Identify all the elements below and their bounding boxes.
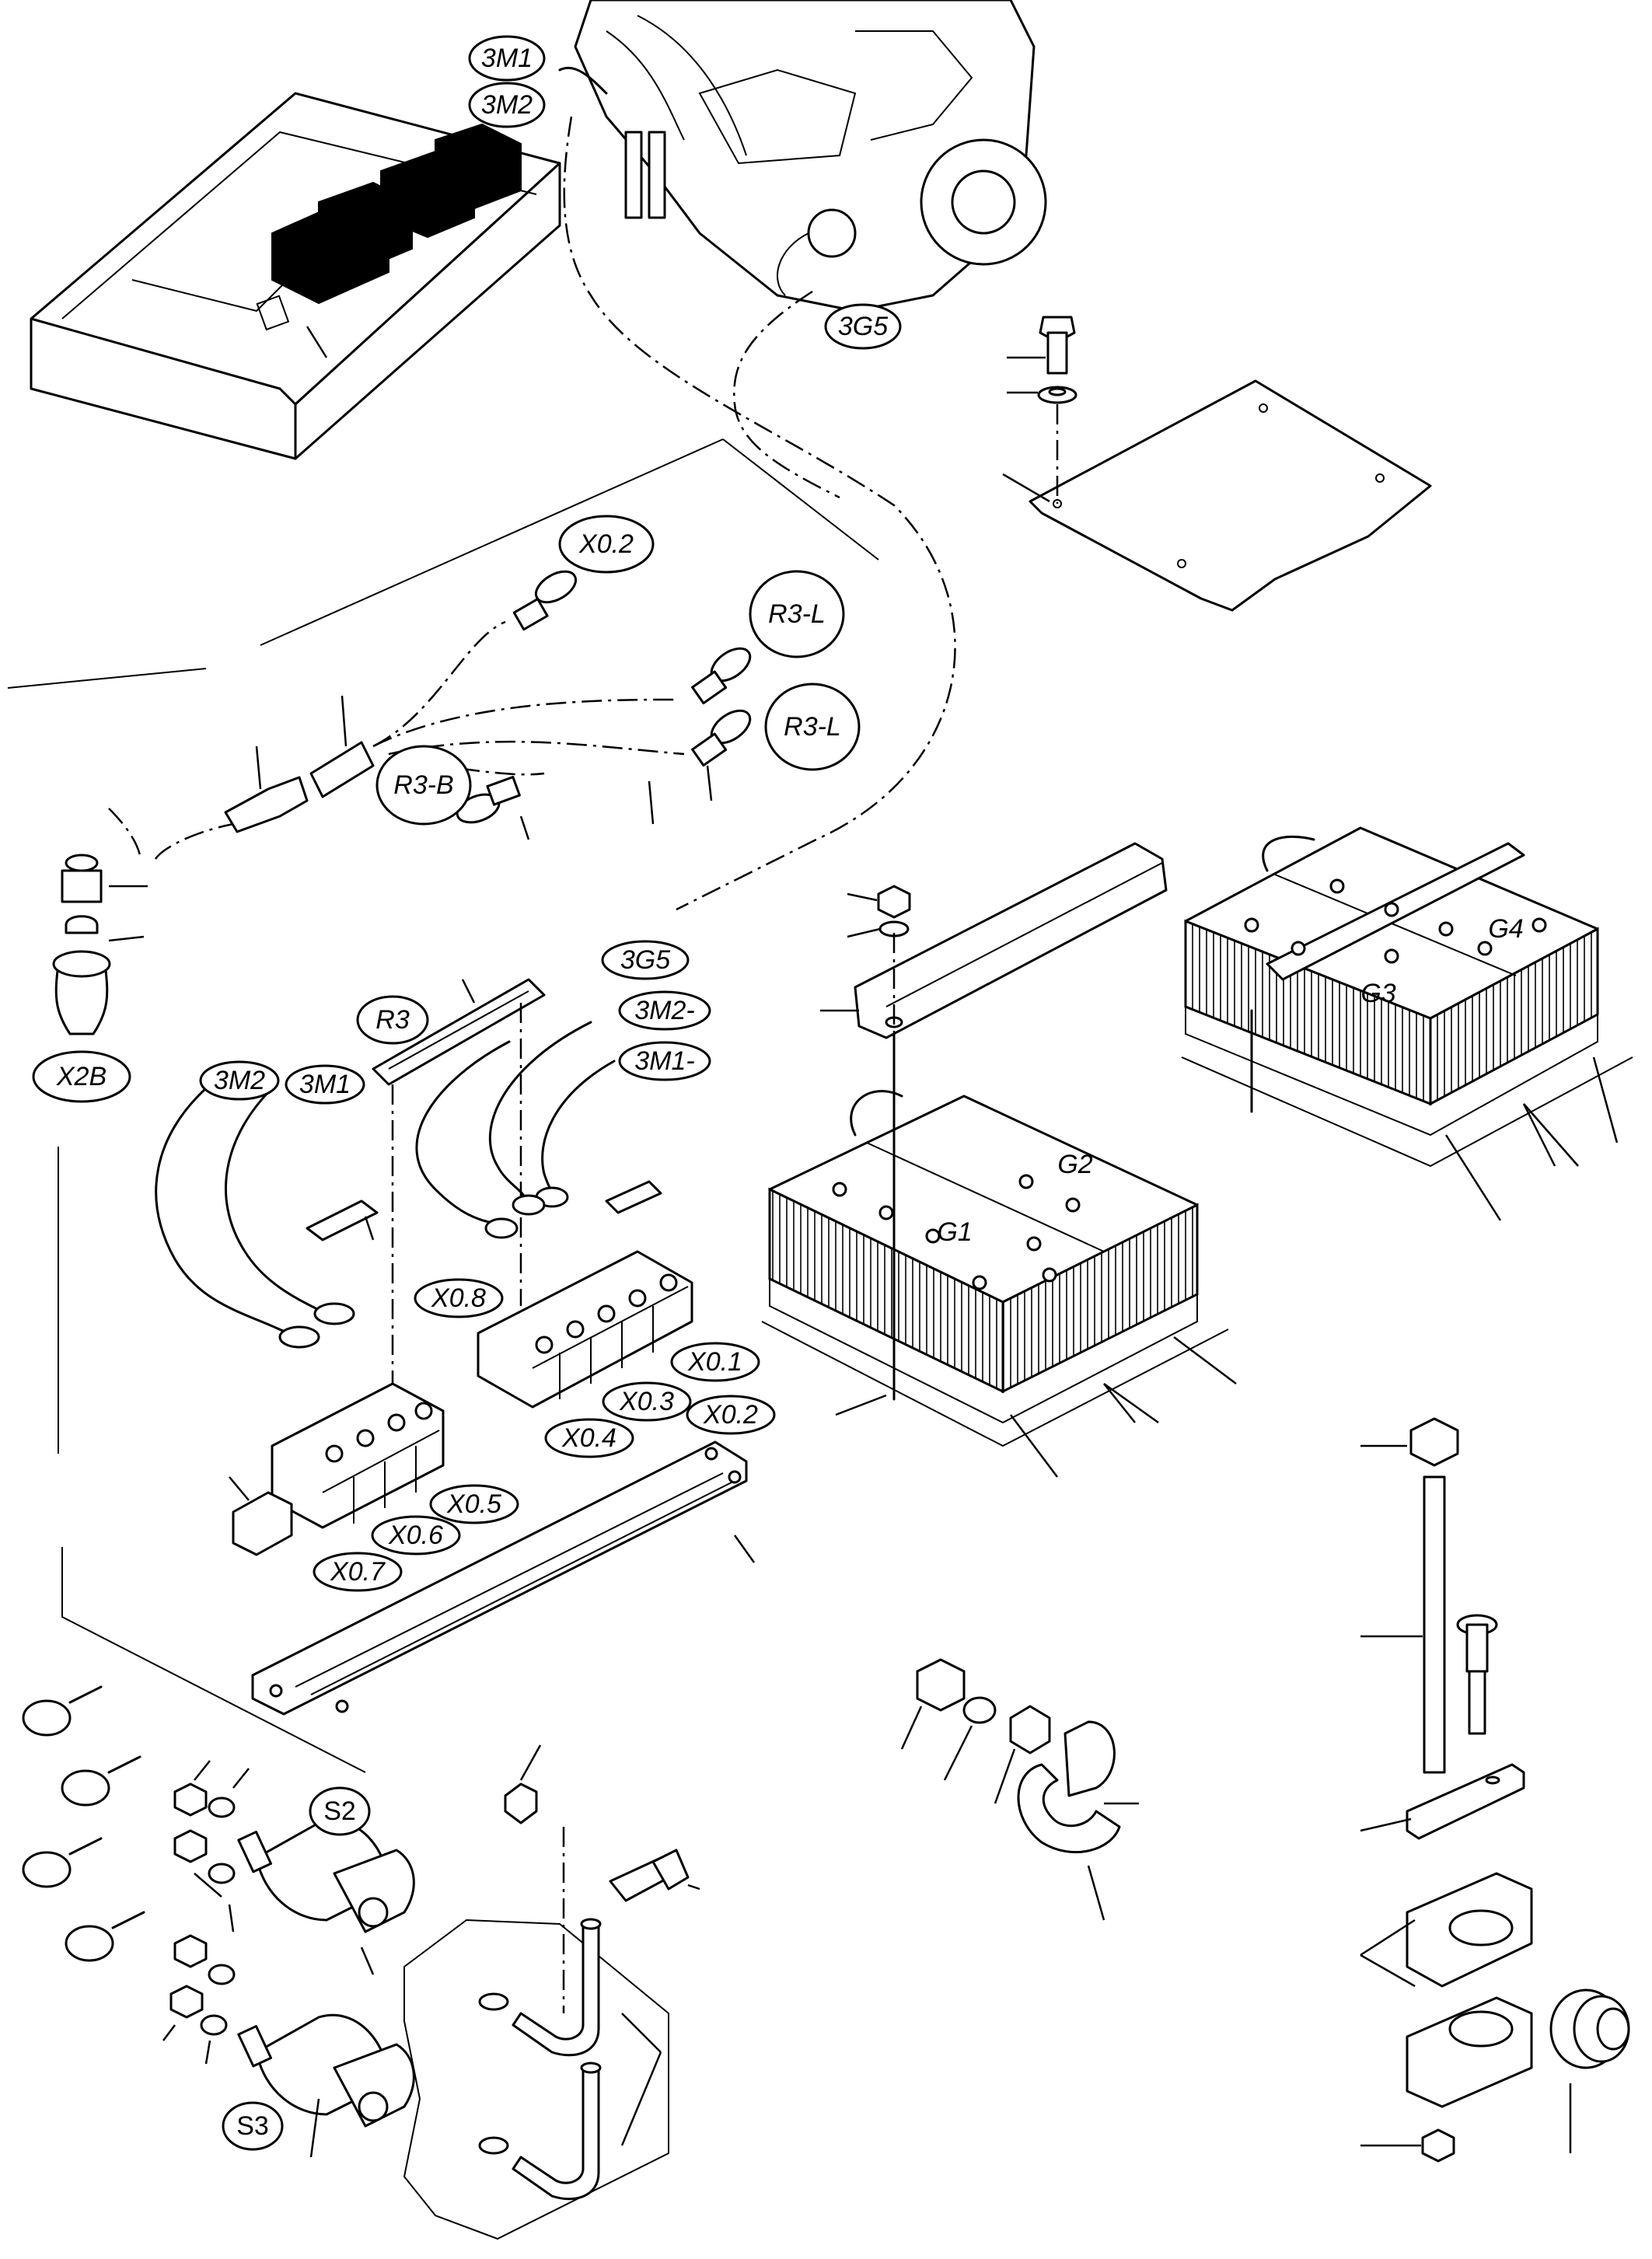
svg-text:3G5: 3G5	[838, 312, 888, 341]
svg-text:X0.6: X0.6	[388, 1521, 443, 1550]
svg-text:S3: S3	[236, 2111, 269, 2141]
rubber-grommet	[1549, 1988, 1630, 2069]
svg-text:3M2: 3M2	[214, 1066, 265, 1095]
svg-text:X0.2: X0.2	[578, 529, 634, 559]
connector-x2b-plug	[52, 854, 111, 1035]
label-x0-5: X0.5	[429, 1484, 519, 1524]
label-g1: G1	[937, 1217, 972, 1247]
battery-pair-rear	[1181, 826, 1633, 1168]
svg-text:G4: G4	[1488, 914, 1523, 944]
switch-assembly	[22, 1685, 700, 2240]
terminal-block-lower	[271, 1382, 445, 1529]
battery-cabinet-illustration	[30, 92, 561, 460]
svg-text:X0.2: X0.2	[703, 1400, 758, 1430]
svg-text:3G5: 3G5	[620, 945, 670, 975]
svg-text:X0.7: X0.7	[330, 1557, 386, 1587]
label-r3-b: R3-B	[375, 745, 472, 826]
label-r3-l-b: R3-L	[764, 683, 861, 771]
label-3m1: 3M1	[468, 35, 546, 82]
svg-text:S2: S2	[323, 1796, 356, 1826]
resistor-r3-bar	[372, 978, 546, 1086]
label-x2b: X2B	[32, 1050, 131, 1103]
label-g3: G3	[1360, 979, 1395, 1008]
label-x0-3: X0.3	[602, 1381, 692, 1422]
svg-text:3M1-: 3M1-	[634, 1046, 694, 1076]
cover-bolt	[1037, 316, 1077, 404]
bolt-and-nut	[504, 1782, 690, 1902]
battery-bank	[761, 826, 1633, 1478]
label-3m1-minus: 3M1-	[618, 1041, 711, 1081]
svg-text:X2B: X2B	[56, 1062, 107, 1091]
label-3m2-left: 3M2	[199, 1060, 280, 1101]
label-3g5-top: 3G5	[824, 303, 902, 350]
svg-text:X0.1: X0.1	[687, 1347, 742, 1377]
threaded-rod-assembly	[1360, 1417, 1630, 2163]
svg-text:X0.8: X0.8	[431, 1283, 486, 1313]
label-x0-1: X0.1	[670, 1342, 760, 1382]
svg-text:3M1: 3M1	[299, 1070, 351, 1099]
nuts-washers	[169, 1782, 236, 2036]
label-3m2-top: 3M2	[468, 82, 546, 128]
svg-text:R3: R3	[375, 1005, 410, 1035]
label-g2: G2	[1057, 1150, 1092, 1179]
label-x0-7: X0.7	[313, 1552, 403, 1592]
label-x0-2-bottom: X0.2	[686, 1395, 776, 1435]
resistor-harness	[7, 438, 879, 1035]
label-r3: R3	[356, 995, 429, 1045]
svg-text:3M1: 3M1	[481, 44, 533, 73]
svg-text:X0.3: X0.3	[619, 1387, 674, 1416]
label-g4: G4	[1488, 914, 1523, 944]
cable-lugs	[22, 1685, 145, 1962]
battery-pair-front	[761, 1095, 1229, 1447]
label-r3-l-a: R3-L	[749, 570, 845, 658]
mounting-rail	[251, 1440, 748, 1716]
label-x0-8: X0.8	[414, 1278, 504, 1318]
cable-routing-lines	[108, 116, 956, 911]
svg-text:G2: G2	[1057, 1150, 1092, 1179]
svg-text:3M2-: 3M2-	[634, 996, 694, 1025]
solenoid-s2	[237, 1819, 415, 1933]
label-x0-2-top: X0.2	[558, 515, 655, 574]
svg-text:X0.4: X0.4	[561, 1423, 616, 1453]
battery-cables	[155, 1021, 616, 1349]
svg-text:3M2: 3M2	[481, 90, 533, 120]
solenoid-s3	[237, 2013, 415, 2128]
ring-terminal-r3b	[456, 776, 521, 824]
ring-terminal-x02	[512, 570, 578, 631]
label-s3: S3	[222, 2101, 284, 2151]
cover-plate-assembly	[1002, 316, 1432, 612]
svg-text:X0.5: X0.5	[446, 1489, 501, 1519]
label-3g5-right: 3G5	[601, 940, 690, 980]
terminal-block-assembly	[58, 978, 756, 1773]
svg-text:G1: G1	[937, 1217, 972, 1247]
relay-block-dark	[271, 123, 522, 305]
cable-clamp-assembly	[900, 1658, 1139, 1921]
resistor-body	[224, 741, 375, 833]
svg-text:R3-L: R3-L	[768, 599, 826, 629]
ring-terminal-r3l-a	[691, 647, 752, 705]
svg-text:G3: G3	[1360, 979, 1395, 1008]
ring-terminal-r3l-b	[691, 709, 752, 767]
label-3m1-left: 3M1	[285, 1064, 365, 1105]
terminal-block-upper	[477, 1250, 693, 1409]
label-s2: S2	[309, 1786, 371, 1836]
mounting-bracket	[854, 842, 1168, 1039]
battery-terminals	[832, 878, 1547, 1290]
engine-illustration	[558, 0, 1047, 312]
svg-text:R3-L: R3-L	[784, 712, 841, 742]
svg-text:R3-B: R3-B	[393, 770, 453, 800]
label-x0-4: X0.4	[544, 1418, 634, 1458]
label-x0-6: X0.6	[371, 1515, 461, 1555]
u-shaped-handles	[478, 1918, 602, 2201]
label-3m2-minus: 3M2-	[618, 990, 711, 1031]
